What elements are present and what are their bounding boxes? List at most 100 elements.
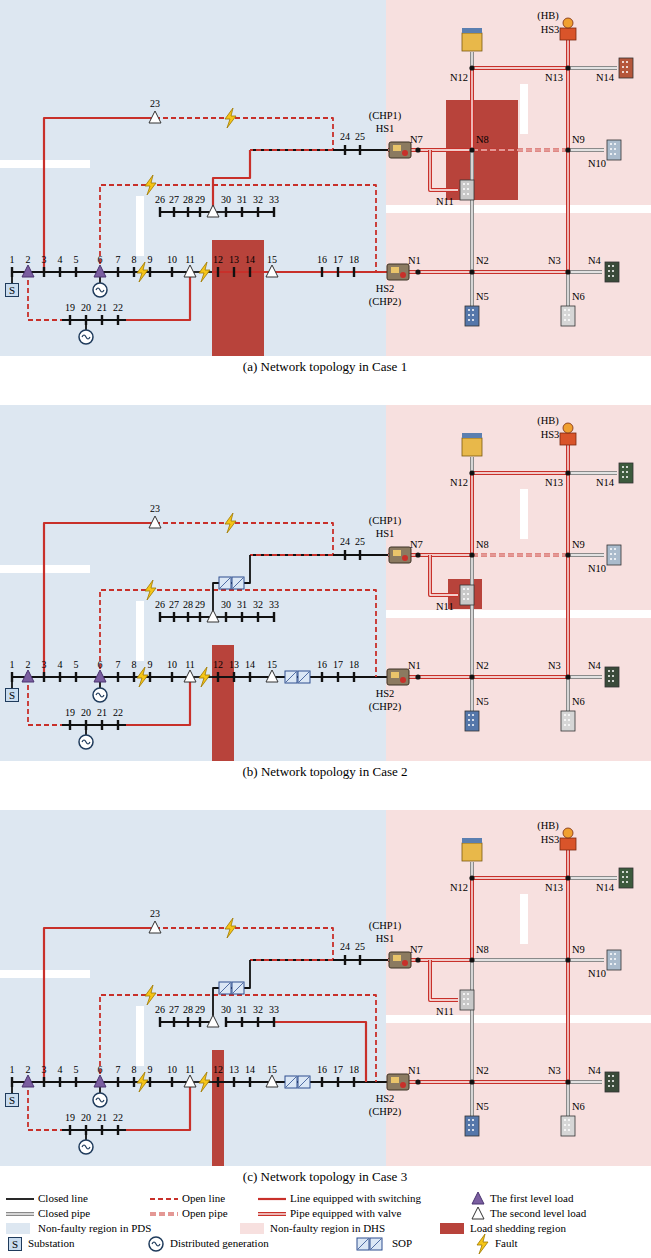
node-label: N10: [588, 968, 606, 980]
building-icon: [607, 140, 621, 160]
legend-swatch: [240, 1223, 264, 1234]
network-line: [418, 270, 472, 274]
source-label: (CHP1): [369, 515, 402, 527]
sop-symbol: [220, 578, 230, 588]
dhs-region: [386, 0, 651, 356]
bus-tick: [241, 1017, 243, 1027]
bus-tick: [249, 672, 251, 682]
region-gap: [386, 610, 651, 618]
bus-tick: [43, 267, 45, 277]
bus-number: 5: [74, 659, 79, 670]
junction-dot: [415, 147, 420, 152]
network-line: [150, 1213, 178, 1214]
substation-label: S: [12, 1239, 18, 1250]
network-line: [567, 850, 568, 878]
legend-swatch: [440, 1223, 464, 1234]
network-line: [568, 149, 604, 150]
building-icon: [610, 143, 618, 145]
dg-symbol: [149, 1237, 163, 1251]
load-triangle: [207, 1015, 219, 1027]
network-line: [150, 1212, 178, 1215]
network-line: [418, 675, 472, 679]
legend-text: Closed pipe: [38, 1207, 90, 1219]
source-label: (CHP1): [369, 920, 402, 932]
sop-symbol: [232, 982, 244, 994]
bus-tick: [133, 267, 135, 277]
legend-text: Open line: [182, 1192, 225, 1204]
network-line: [470, 677, 474, 711]
fault-symbol: [225, 108, 236, 128]
bus-tick: [133, 1077, 135, 1087]
sop-symbol: [232, 577, 244, 589]
building-icon: [460, 585, 474, 605]
bus-number: 10: [167, 1064, 177, 1075]
load-triangle: [149, 516, 161, 528]
network-line: [472, 675, 568, 679]
building-icon: [564, 319, 572, 321]
sop-symbol: [371, 1239, 381, 1249]
sop-symbol: [219, 577, 231, 589]
junction-dot: [415, 1079, 420, 1084]
network-line: [258, 1198, 286, 1200]
bus-tick: [187, 1017, 189, 1027]
legend-text: Non-faulty region in DHS: [270, 1222, 385, 1234]
bus-number: 20: [81, 1112, 91, 1123]
network-line: [566, 677, 570, 711]
substation-label: S: [9, 1095, 15, 1106]
bus-tick: [217, 1077, 219, 1087]
sop-symbol: [285, 1076, 297, 1088]
source-label: HS1: [376, 123, 395, 135]
load-shedding-region: [212, 240, 264, 356]
bus-number: 19: [65, 302, 75, 313]
bus-number: 32: [253, 194, 263, 205]
building-icon: [608, 265, 616, 267]
sop-symbol: [299, 1077, 309, 1087]
network-line: [471, 677, 472, 711]
substation-label: S: [9, 285, 15, 296]
network-line: [566, 850, 570, 878]
chp-icon: [391, 1077, 399, 1083]
network-line: [472, 676, 568, 677]
bus-number: 25: [355, 131, 365, 142]
network-line: [470, 555, 474, 677]
junction-dot: [565, 875, 570, 880]
fault-symbol: [199, 262, 210, 282]
network-line: [418, 553, 472, 557]
bus-tick: [233, 672, 235, 682]
bus-tick: [117, 1125, 119, 1135]
bus-number: 4: [58, 659, 63, 670]
building-icon: [622, 476, 630, 478]
bus-tick: [117, 672, 119, 682]
bus-number: 26: [155, 1004, 165, 1015]
network-line: [472, 270, 568, 274]
building-icon: [468, 309, 476, 311]
node-label: N13: [545, 882, 563, 894]
source-label: (CHP2): [369, 701, 402, 713]
bus-tick: [249, 1077, 251, 1087]
network-line: [567, 68, 568, 150]
bus-number: 21: [97, 1112, 107, 1123]
bus-number: 3: [42, 1064, 47, 1075]
dg-symbol: [93, 688, 107, 702]
building-icon: [564, 1129, 572, 1131]
building-icon: [610, 548, 618, 550]
source-label: HS2: [376, 283, 395, 295]
network-line: [213, 555, 250, 617]
hb-icon: [563, 18, 573, 28]
bus-tick: [159, 612, 161, 622]
legend-text: Closed line: [38, 1192, 88, 1204]
substation-label: S: [9, 690, 15, 701]
network-line: [418, 676, 472, 677]
node-label: N6: [572, 696, 585, 708]
building-icon: [463, 593, 471, 595]
network-line: [155, 523, 333, 555]
chp-icon: [393, 550, 401, 556]
caption: (b) Network topology in Case 2: [242, 765, 407, 779]
bus-tick: [75, 267, 77, 277]
bus-tick: [43, 1077, 45, 1087]
bus-tick: [225, 207, 227, 217]
junction-dot: [415, 552, 420, 557]
network-line: [430, 150, 458, 190]
bus-tick: [11, 267, 13, 277]
bus-tick: [217, 672, 219, 682]
